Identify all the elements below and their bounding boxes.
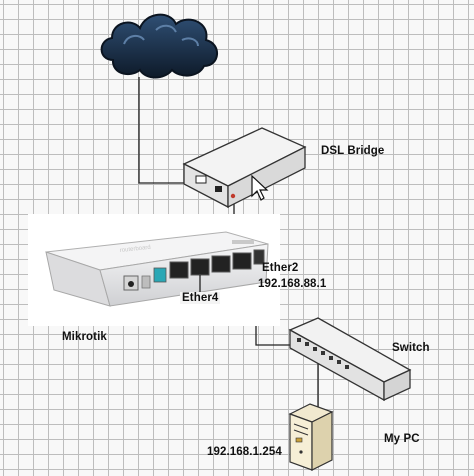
mikrotik-router-device: routerboard	[28, 214, 280, 326]
dsl-bridge-device	[182, 127, 307, 209]
ethernet-ports	[153, 249, 265, 283]
my-pc-label: My PC	[384, 433, 420, 445]
pc-ip-label: 192.168.1.254	[207, 446, 282, 458]
mouse-cursor-icon	[251, 174, 269, 201]
svg-text:routerboard: routerboard	[120, 245, 151, 254]
cloud-icon	[100, 13, 218, 79]
ether4-label: Ether4	[180, 292, 221, 304]
switch-label: Switch	[392, 342, 430, 354]
switch-device	[288, 317, 412, 402]
ether2-label: Ether2	[262, 262, 299, 274]
dsl-bridge-label: DSL Bridge	[321, 145, 385, 157]
cable-cloud-to-dsl	[138, 77, 196, 184]
pc-tower-icon	[288, 403, 334, 471]
ether2-ip-label: 192.168.88.1	[258, 278, 327, 290]
mikrotik-label: Mikrotik	[62, 331, 107, 343]
